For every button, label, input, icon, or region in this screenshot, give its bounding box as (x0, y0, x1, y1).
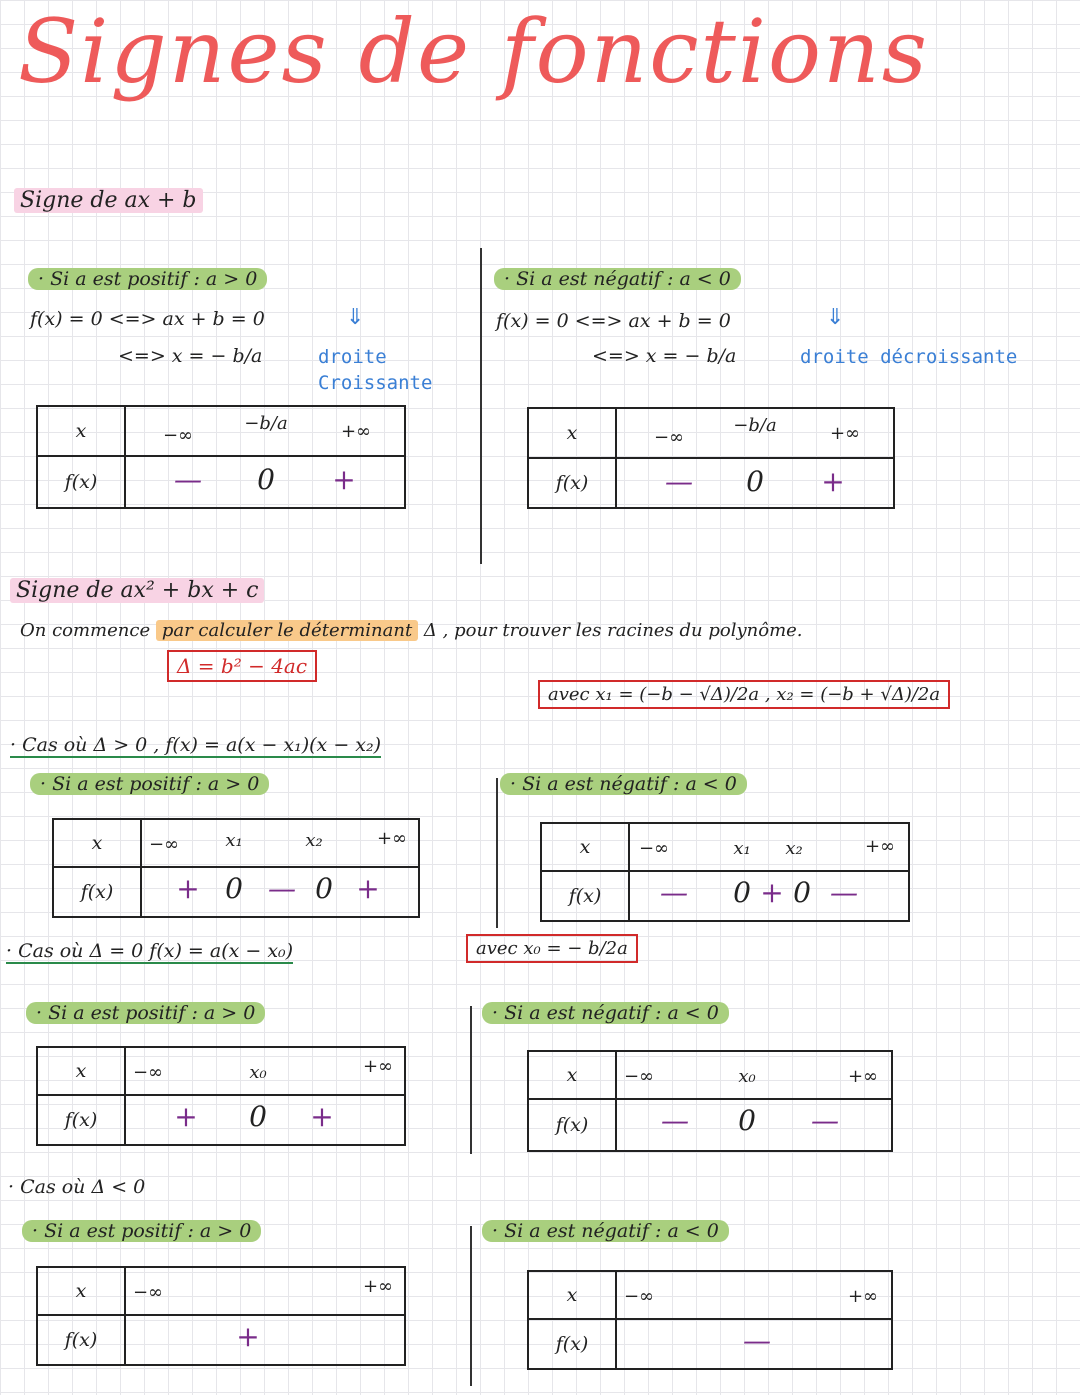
page-title: Signes de fonctions (18, 0, 929, 103)
table-row-x: −∞ x₀ +∞ (124, 1046, 406, 1096)
table-header-x: x (36, 1266, 126, 1316)
table-header-fx: f(x) (36, 1094, 126, 1146)
sign-table-delta-zero-a-pos: x −∞ x₀ +∞ f(x) + 0 + (36, 1046, 406, 1146)
table-row-fx: — 0 + (615, 457, 895, 509)
root-line: <=> x = − b/a (592, 345, 737, 367)
case-negative-label: · Si a est négatif : a < 0 (500, 773, 747, 795)
intro-text: On commence par calculer le déterminant … (20, 620, 803, 641)
table-row-fx: — 0 — (615, 1098, 893, 1152)
table-header-x: x (36, 405, 126, 457)
table-header-fx: f(x) (527, 1098, 617, 1152)
note-droite: droite (318, 346, 387, 368)
column-divider (470, 1006, 472, 1154)
case-negative-label: · Si a est négatif : a < 0 (482, 1002, 729, 1024)
sign-table-linear-positive: x −∞ −b/a +∞ f(x) — 0 + (36, 405, 406, 509)
table-row-x: −∞ x₁ x₂ +∞ (140, 818, 420, 868)
table-header-x: x (527, 407, 617, 459)
table-header-fx: f(x) (527, 1318, 617, 1370)
table-row-x: −∞ +∞ (124, 1266, 406, 1316)
case-negative-label: · Si a est négatif : a < 0 (482, 1220, 729, 1242)
case-positive-label: · Si a est positif : a > 0 (22, 1220, 262, 1242)
table-header-x: x (540, 822, 630, 872)
delta-formula: Δ = b² − 4ac (167, 650, 318, 682)
down-arrow-icon: ⇓ (826, 305, 845, 330)
table-header-x: x (527, 1270, 617, 1320)
sign-table-delta-neg-a-neg: x −∞ +∞ f(x) — (527, 1270, 893, 1370)
table-row-x: −∞ x₁ x₂ +∞ (628, 822, 910, 872)
root-line: <=> x = − b/a (118, 345, 263, 367)
case-positive-label: · Si a est positif : a > 0 (26, 1002, 266, 1024)
note-droite-decroissante: droite décroissante (800, 346, 1018, 368)
sign-table-delta-zero-a-neg: x −∞ x₀ +∞ f(x) — 0 — (527, 1050, 893, 1152)
table-row-x: −∞ +∞ (615, 1270, 893, 1320)
table-row-fx: + 0 + (124, 1094, 406, 1146)
table-header-x: x (36, 1046, 126, 1096)
sign-table-linear-negative: x −∞ −b/a +∞ f(x) — 0 + (527, 407, 895, 509)
case-delta-positive: · Cas où Δ > 0 , f(x) = a(x − x₁)(x − x₂… (10, 734, 382, 758)
roots-formula: avec x₁ = (−b − √Δ)/2a , x₂ = (−b + √Δ)/… (538, 680, 951, 709)
sign-table-delta-pos-a-pos: x −∞ x₁ x₂ +∞ f(x) + 0 — 0 + (52, 818, 420, 918)
table-row-fx: — 0 + 0 — (628, 870, 910, 922)
table-header-fx: f(x) (36, 1314, 126, 1366)
section-heading-quadratic: Signe de ax² + bx + c (10, 578, 265, 603)
note-croissante: Croissante (318, 372, 433, 394)
table-header-fx: f(x) (540, 870, 630, 922)
table-row-x: −∞ x₀ +∞ (615, 1050, 893, 1100)
down-arrow-icon: ⇓ (346, 305, 365, 330)
column-divider (470, 1226, 472, 1386)
table-row-x: −∞ −b/a +∞ (615, 407, 895, 459)
case-delta-negative: · Cas où Δ < 0 (8, 1176, 146, 1198)
equation-line: f(x) = 0 <=> ax + b = 0 (30, 308, 265, 330)
table-header-fx: f(x) (36, 455, 126, 509)
case-delta-zero: · Cas où Δ = 0 f(x) = a(x − x₀) (6, 940, 294, 964)
column-divider (496, 778, 498, 928)
table-row-x: −∞ −b/a +∞ (124, 405, 406, 457)
table-row-fx: — (615, 1318, 893, 1370)
case-negative-label: · Si a est négatif : a < 0 (494, 268, 741, 290)
table-header-x: x (527, 1050, 617, 1100)
equation-line: f(x) = 0 <=> ax + b = 0 (496, 310, 731, 332)
table-header-x: x (52, 818, 142, 868)
sign-table-delta-neg-a-pos: x −∞ +∞ f(x) + (36, 1266, 406, 1366)
table-header-fx: f(x) (52, 866, 142, 918)
case-positive-label: · Si a est positif : a > 0 (28, 268, 268, 290)
case-positive-label: · Si a est positif : a > 0 (30, 773, 270, 795)
section-heading-linear: Signe de ax + b (14, 188, 203, 213)
table-row-fx: — 0 + (124, 455, 406, 509)
sign-table-delta-pos-a-neg: x −∞ x₁ x₂ +∞ f(x) — 0 + 0 — (540, 822, 910, 922)
table-header-fx: f(x) (527, 457, 617, 509)
column-divider (480, 248, 482, 564)
table-row-fx: + 0 — 0 + (140, 866, 420, 918)
x0-formula: avec x₀ = − b/2a (466, 934, 638, 963)
table-row-fx: + (124, 1314, 406, 1366)
